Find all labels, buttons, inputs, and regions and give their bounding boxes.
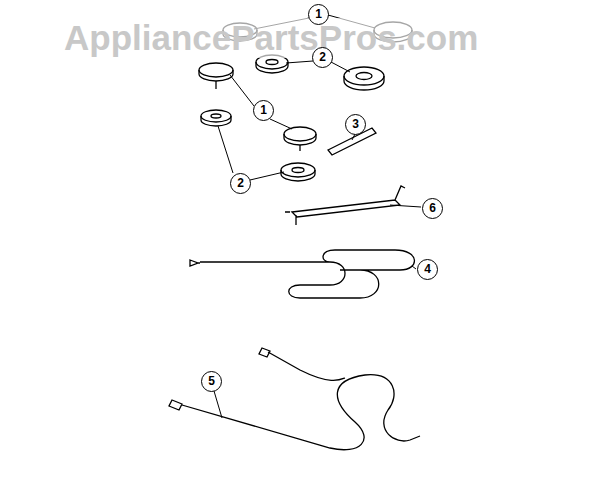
leader-lines xyxy=(214,15,421,418)
callout-number: 1 xyxy=(308,4,329,25)
bracket-part xyxy=(285,186,405,225)
callout-number: 2 xyxy=(230,173,251,194)
broil-element xyxy=(200,250,414,298)
terminal xyxy=(169,348,270,410)
callout-number: 3 xyxy=(345,114,366,135)
callout-number: 2 xyxy=(312,47,333,68)
callout-number: 1 xyxy=(253,100,274,121)
terminal xyxy=(190,260,200,266)
callout-number: 4 xyxy=(417,259,438,280)
watermark: AppliancePartsPros.com xyxy=(62,18,480,58)
callout-number: 5 xyxy=(201,371,222,392)
callout-number: 6 xyxy=(422,198,443,219)
bake-element xyxy=(182,352,420,450)
